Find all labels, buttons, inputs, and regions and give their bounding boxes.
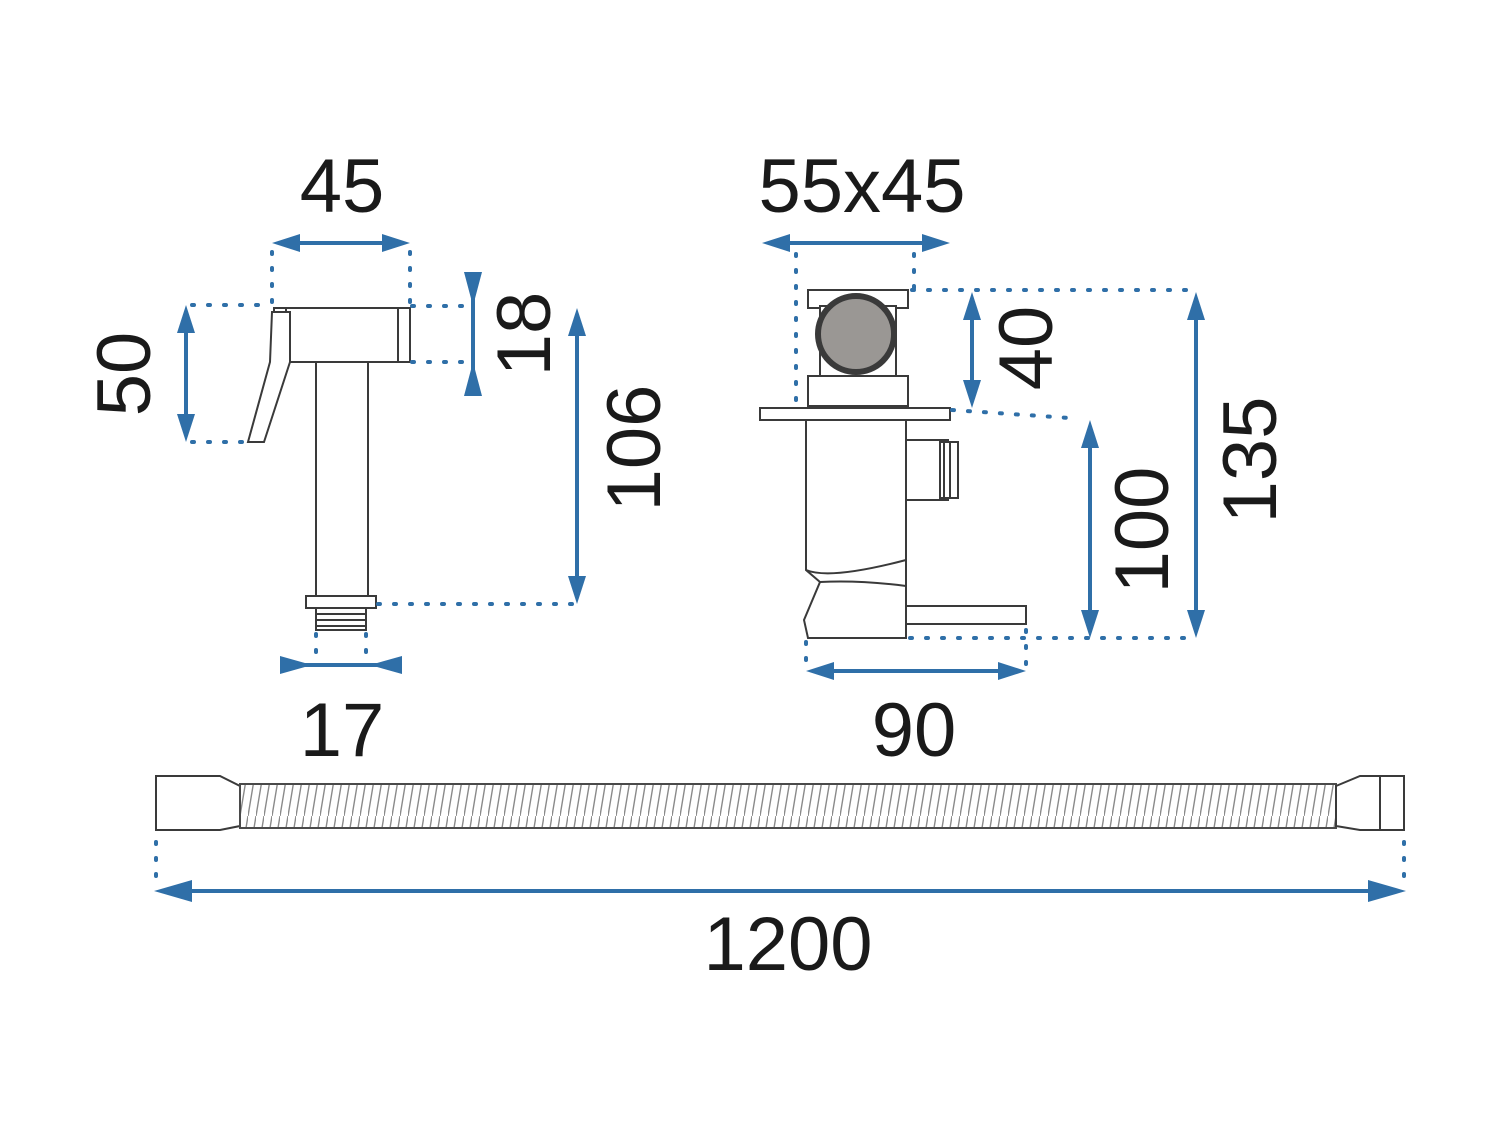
dim-valve-body: 40: [984, 306, 1069, 391]
hose-end-right: [1335, 775, 1405, 831]
shower-head: [273, 307, 411, 363]
hose-dimensions: 1200: [154, 840, 1406, 987]
shower-lever: [246, 311, 291, 443]
dim-valve-outlet: 100: [1100, 467, 1185, 594]
valve-lower-body: [802, 419, 907, 639]
hand-shower-drawing: [246, 307, 411, 631]
valve-outlet-circle: [815, 293, 897, 375]
valve-collar: [807, 375, 909, 407]
dim-valve-total: 135: [1208, 397, 1293, 524]
dim-shower-width: 45: [300, 144, 385, 229]
valve-spout: [905, 605, 1027, 625]
dim-valve-depth: 90: [872, 688, 957, 773]
valve-wall-plate: [759, 407, 951, 421]
valve-dimensions: 55x45 40 100 135 90: [758, 144, 1293, 773]
valve-drawing: [759, 289, 1027, 639]
dim-hose-length: 1200: [703, 902, 872, 987]
dim-valve-plate: 55x45: [758, 144, 965, 229]
shower-handle: [315, 361, 369, 597]
hose-braided-tube: [239, 783, 1337, 829]
hose-end-left: [155, 775, 241, 831]
hose-drawing: [155, 775, 1405, 831]
dim-shower-head-thickness: 18: [482, 292, 567, 377]
dim-shower-length: 106: [592, 385, 677, 512]
hand-shower-dimensions: 45 50 18 106 17: [82, 144, 677, 773]
dim-shower-height: 50: [82, 332, 167, 417]
dim-shower-thread: 17: [300, 688, 385, 773]
shower-connector: [305, 595, 377, 609]
